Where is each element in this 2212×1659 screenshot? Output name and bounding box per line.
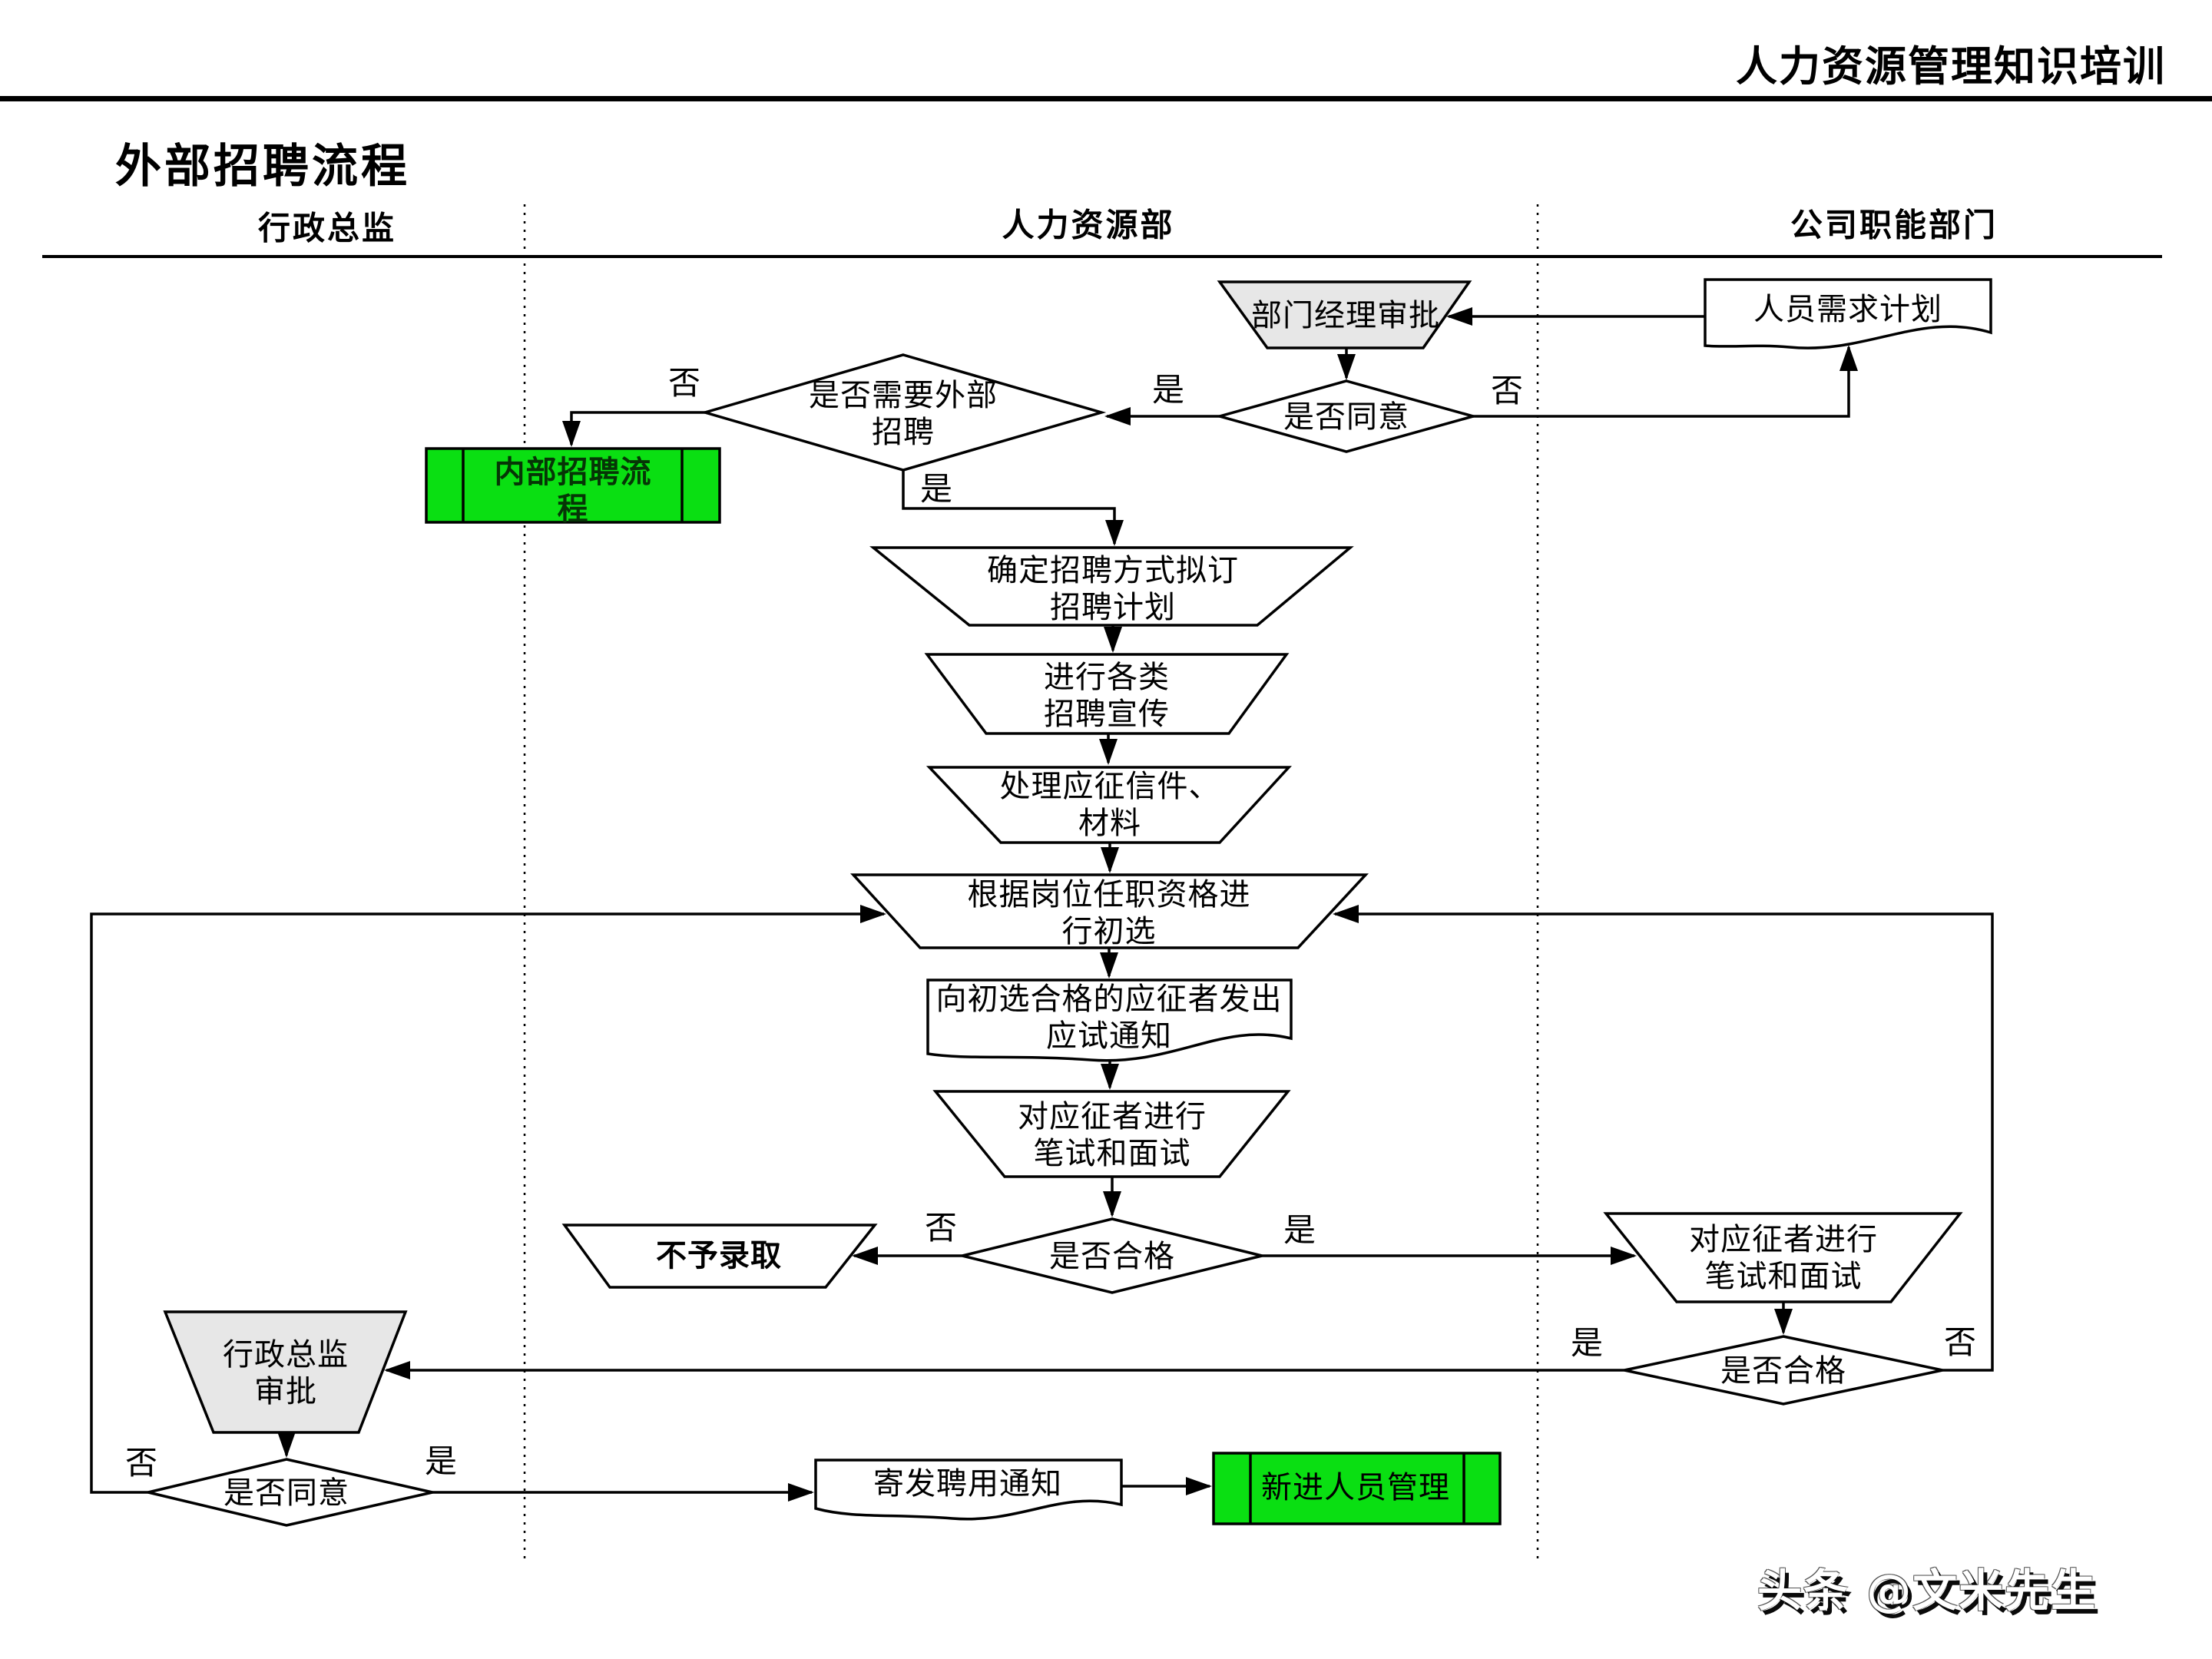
- node-define-method-shape: [869, 546, 1354, 627]
- column-header-functional-dept: 公司职能部门: [1790, 206, 1998, 244]
- node-test-interview-dept-shape: [1603, 1212, 1963, 1303]
- node-send-offer-notice-label: 寄发聘用通知: [873, 1466, 1062, 1502]
- edge-label-agree-bottom-yes: 是: [424, 1442, 458, 1480]
- edge-label-qualified-dept-yes: 是: [1570, 1324, 1604, 1362]
- column-header-hr-dept: 人力资源部: [1002, 206, 1175, 244]
- node-new-employee-mgmt-shape: [1212, 1452, 1502, 1525]
- node-send-offer-notice-shape: [814, 1459, 1123, 1521]
- header-rule: [0, 96, 2212, 101]
- node-handle-letters-shape: [926, 766, 1292, 844]
- edge-need-no-internal: [562, 411, 705, 447]
- node-agree-top-label: 是否同意: [1283, 399, 1409, 435]
- column-header-admin-director: 行政总监: [257, 209, 397, 247]
- node-admin-director-approval-label: 行政总监 审批: [223, 1337, 349, 1409]
- node-agree-bottom-label: 是否同意: [224, 1475, 349, 1511]
- node-send-test-notice-label: 向初选合格的应征者发出 应试通知: [935, 982, 1283, 1054]
- edge-deptqualified-no-loop: [1333, 905, 1994, 1372]
- node-admin-director-approval-shape: [163, 1310, 408, 1434]
- node-dept-manager-approval-label: 部门经理审批: [1251, 298, 1440, 333]
- edge-agree-no-loop: [1473, 345, 1858, 418]
- node-preliminary-screen-label: 根据岗位任职资格进 行初选: [967, 877, 1251, 949]
- node-handle-letters-label: 处理应征信件、 材料: [999, 769, 1220, 841]
- edge-label-agree-top-yes: 是: [1151, 371, 1185, 409]
- edge-label-agree-bottom-no: 否: [124, 1444, 158, 1482]
- node-define-method-label: 确定招聘方式拟订 招聘计划: [987, 553, 1239, 625]
- node-preliminary-screen-shape: [850, 873, 1369, 949]
- edge-need-yes-define: [902, 470, 1124, 546]
- watermark: 头条 @文米先生: [1757, 1565, 2098, 1617]
- course-header: 人力资源管理知识培训: [1736, 42, 2166, 91]
- node-send-test-notice-shape: [926, 979, 1293, 1062]
- edge-label-need-external-no: 否: [667, 364, 701, 402]
- node-publicity-label: 进行各类 招聘宣传: [1044, 660, 1170, 732]
- node-test-interview-dept-label: 对应征者进行 笔试和面试: [1689, 1222, 1878, 1294]
- node-personnel-demand-plan-label: 人员需求计划: [1753, 292, 1942, 327]
- node-qualified-dept-shape: [1624, 1335, 1943, 1406]
- node-publicity-shape: [924, 653, 1290, 735]
- node-qualified-dept-label: 是否合格: [1720, 1353, 1846, 1389]
- page-title: 外部招聘流程: [115, 140, 410, 194]
- node-qualified-hr-label: 是否合格: [1049, 1239, 1175, 1274]
- node-qualified-hr-shape: [962, 1217, 1263, 1294]
- node-not-admitted-label: 不予录取: [656, 1238, 782, 1273]
- edge-label-need-external-yes: 是: [919, 470, 953, 508]
- node-internal-recruit-label: 内部招聘流 程: [494, 455, 652, 527]
- edge-agreebottom-no-loop: [90, 905, 886, 1494]
- node-internal-recruit-shape: [425, 447, 721, 524]
- node-need-external-shape: [700, 353, 1107, 472]
- edge-label-qualified-hr-no: 否: [924, 1209, 958, 1247]
- node-agree-top-shape: [1214, 379, 1479, 453]
- column-header-rule: [42, 255, 2162, 258]
- edge-label-agree-top-no: 否: [1490, 372, 1524, 409]
- node-new-employee-mgmt-label: 新进人员管理: [1261, 1470, 1450, 1505]
- node-test-interview-hr-label: 对应征者进行 笔试和面试: [1018, 1099, 1207, 1171]
- node-agree-bottom-shape: [147, 1458, 433, 1527]
- edge-label-qualified-dept-no: 否: [1943, 1323, 1977, 1361]
- node-personnel-demand-plan-shape: [1704, 278, 1992, 349]
- node-test-interview-hr-shape: [932, 1090, 1291, 1178]
- node-not-admitted-shape: [561, 1224, 878, 1289]
- node-need-external-label: 是否需要外部 招聘: [809, 378, 998, 450]
- node-dept-manager-approval-shape: [1217, 280, 1472, 349]
- edge-label-qualified-hr-yes: 是: [1283, 1211, 1316, 1249]
